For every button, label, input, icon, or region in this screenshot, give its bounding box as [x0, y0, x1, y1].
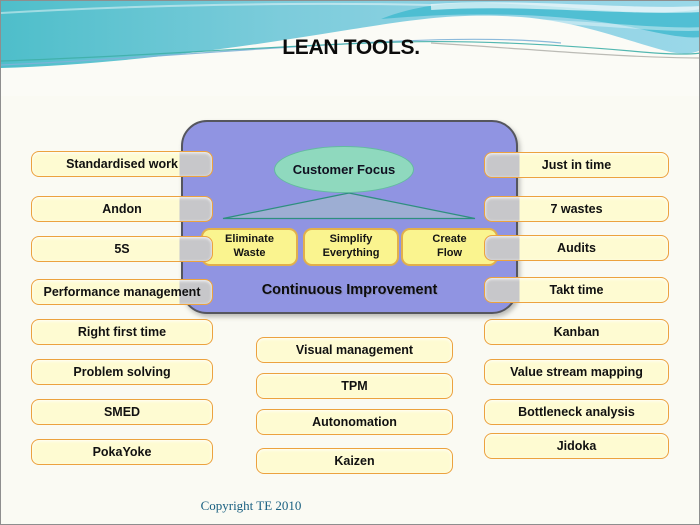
tool-box-visual-management: Visual management	[256, 337, 453, 363]
tool-box-smed: SMED	[31, 399, 213, 425]
tool-box-kanban: Kanban	[484, 319, 669, 345]
pillar-box-simplify-everything: Simplify Everything	[303, 228, 399, 266]
customer-focus-ellipse: Customer Focus	[274, 146, 414, 193]
tool-box-just-in-time: Just in time	[484, 152, 669, 178]
tool-box-7-wastes: 7 wastes	[484, 196, 669, 222]
wave-thin-gray-line	[430, 42, 699, 59]
tool-box-performance-management: Performance management	[31, 279, 213, 305]
pillar-box-create-flow: Create Flow	[401, 228, 498, 266]
wave-top-highlight	[1, 2, 432, 14]
tool-box-right-first-time: Right first time	[31, 319, 213, 345]
copyright-text: Copyright TE 2010	[200, 498, 302, 513]
header-wave-graphic	[1, 1, 699, 96]
wave-white-field	[1, 15, 699, 96]
pillar-box-eliminate-waste: Eliminate Waste	[201, 228, 298, 266]
tool-box-tpm: TPM	[256, 373, 453, 399]
tool-box-value-stream-mapping: Value stream mapping	[484, 359, 669, 385]
wave-white-streak	[430, 2, 699, 13]
tool-box-bottleneck-analysis: Bottleneck analysis	[484, 399, 669, 425]
tool-box-standardised-work: Standardised work	[31, 151, 213, 177]
tool-box-autonomation: Autonomation	[256, 409, 453, 435]
tool-box-5s: 5S	[31, 236, 213, 262]
tool-box-takt-time: Takt time	[484, 277, 669, 303]
slide-title: LEAN TOOLS.	[282, 36, 420, 59]
tool-box-andon: Andon	[31, 196, 213, 222]
tool-box-problem-solving: Problem solving	[31, 359, 213, 385]
tool-box-kaizen: Kaizen	[256, 448, 453, 474]
tool-box-pokayoke: PokaYoke	[31, 439, 213, 465]
continuous-improvement-label: Continuous Improvement	[261, 282, 438, 298]
wave-thin-teal-line	[1, 40, 699, 62]
customer-focus-label: Customer Focus	[292, 162, 396, 177]
tool-box-jidoka: Jidoka	[484, 433, 669, 459]
tool-box-audits: Audits	[484, 235, 669, 261]
